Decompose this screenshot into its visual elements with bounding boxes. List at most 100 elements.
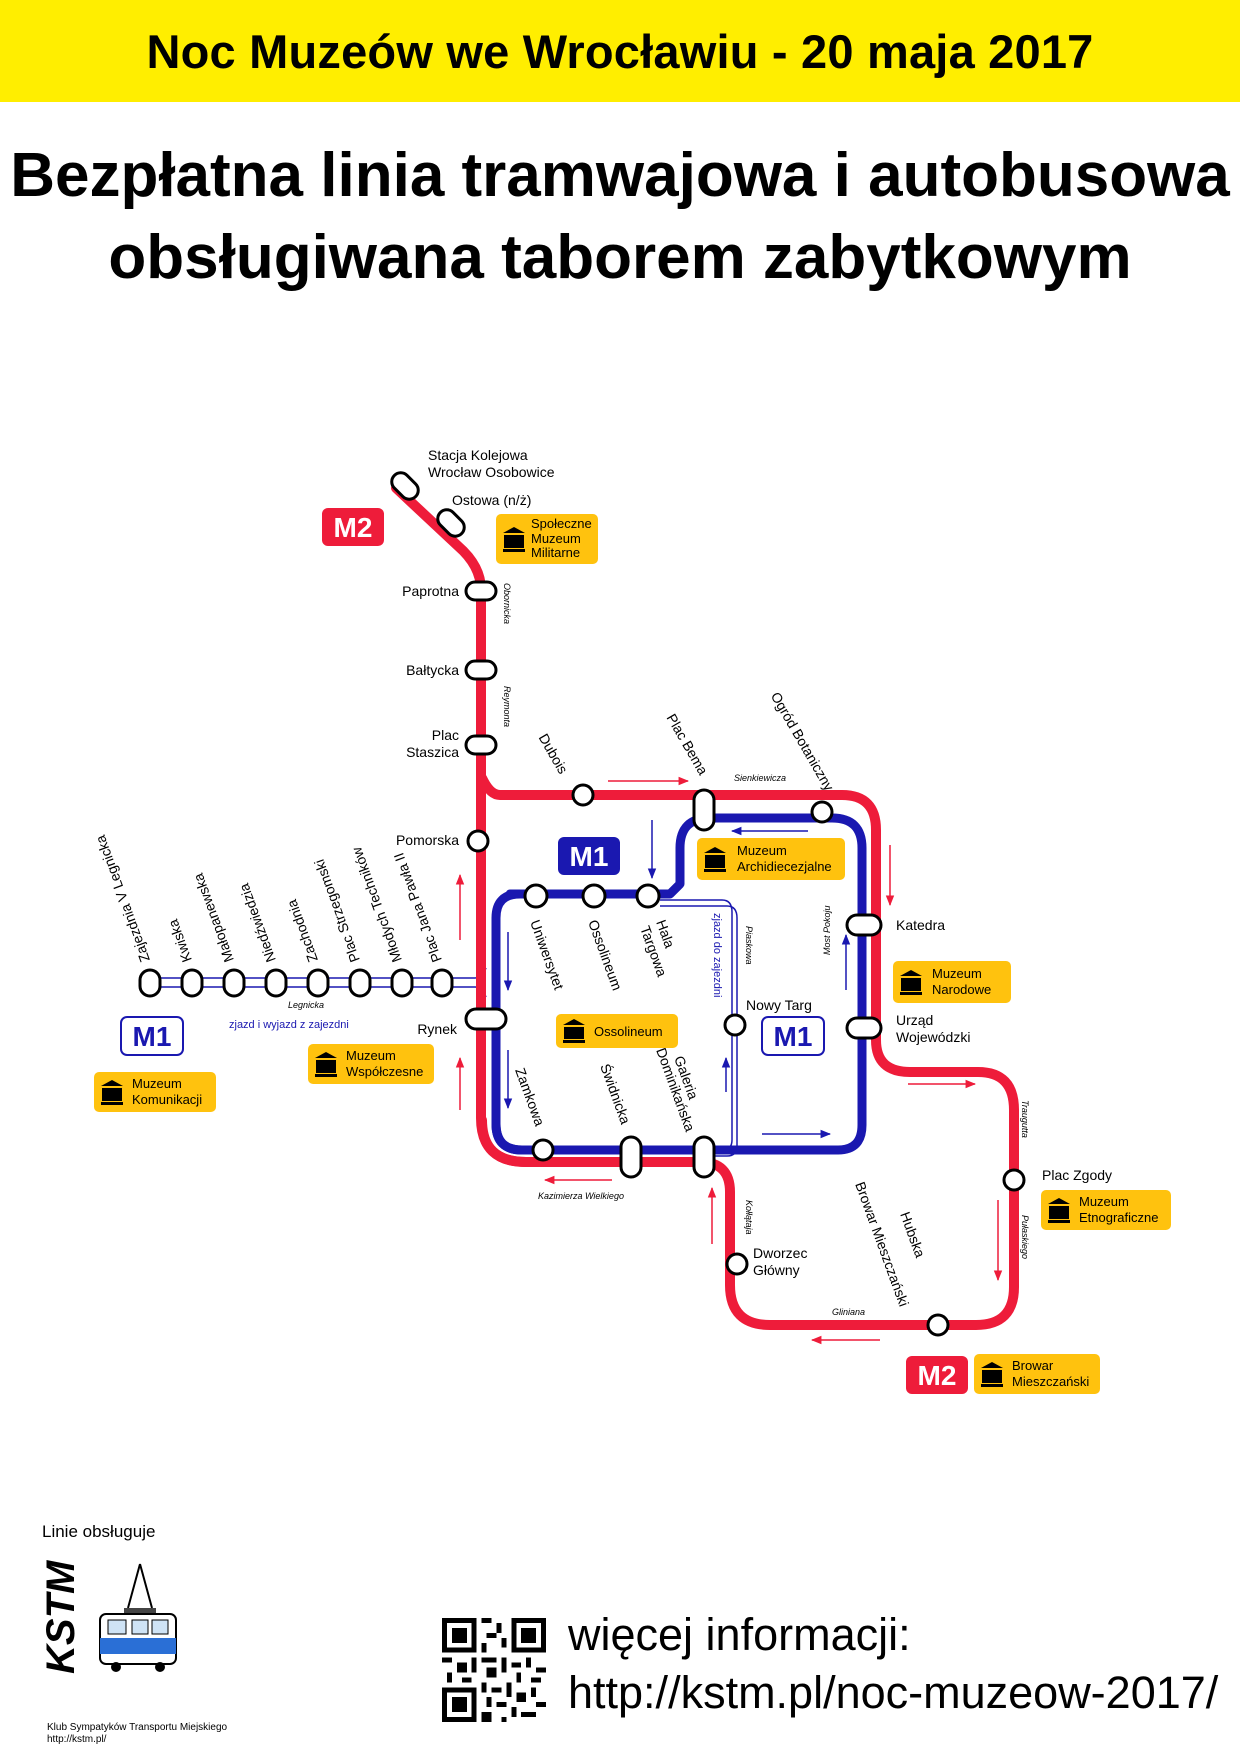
street-reymonta: Reymonta — [502, 686, 512, 727]
stop-hubska[interactable] — [926, 1313, 950, 1337]
svg-text:Muzeum: Muzeum — [1079, 1194, 1129, 1209]
svg-text:Muzeum: Muzeum — [737, 843, 787, 858]
stop-plac-jana-pawla[interactable] — [430, 968, 454, 998]
stop-ostowa[interactable] — [434, 506, 468, 540]
svg-text:Militarne: Militarne — [531, 545, 580, 560]
badge-m1-outline-west: M1 — [120, 1016, 184, 1056]
stop-paprotna[interactable] — [464, 580, 498, 602]
stop-urzad-wojewodzki[interactable] — [845, 1016, 883, 1040]
direction-arrows — [455, 776, 1003, 1345]
label-swidnicka: Świdnicka — [597, 1061, 635, 1126]
label-pomorska: Pomorska — [396, 832, 459, 848]
museum-icon — [563, 1019, 585, 1043]
svg-text:Muzeum: Muzeum — [346, 1048, 396, 1063]
stop-ogrod-botaniczny[interactable] — [810, 800, 834, 824]
label-katedra: Katedra — [896, 917, 945, 933]
svg-text:Narodowe: Narodowe — [932, 982, 991, 997]
stop-katedra[interactable] — [845, 913, 883, 937]
more-info-label: więcej informacji: — [568, 1609, 911, 1660]
line-badges: M2 M2 M1 M1 M1 — [120, 508, 968, 1394]
museum-icon — [503, 527, 525, 552]
more-info-url[interactable]: http://kstm.pl/noc-muzeow-2017/ — [568, 1667, 1219, 1718]
label-osobowice-2: Wrocław Osobowice — [428, 464, 555, 480]
stop-zachodnia[interactable] — [306, 968, 330, 998]
m1-overlay — [491, 848, 867, 1155]
label-paprotna: Paprotna — [402, 583, 459, 599]
svg-text:Współczesne: Współczesne — [346, 1064, 423, 1079]
event-title: Noc Muzeów we Wrocławiu - 20 maja 2017 — [146, 24, 1094, 78]
badge-m2-bottom: M2 — [906, 1356, 968, 1394]
museum-browar[interactable]: Browar Mieszczański — [974, 1354, 1100, 1394]
museum-archidiecezjalne[interactable]: Muzeum Archidiecezjalne — [697, 838, 845, 880]
stop-dubois[interactable] — [571, 783, 595, 807]
museum-komunikacji[interactable]: Muzeum Komunikacji — [94, 1072, 216, 1112]
label-ossolineum: Ossolineum — [585, 918, 625, 993]
museum-icon — [1048, 1198, 1070, 1223]
stop-zamkowa[interactable] — [531, 1138, 555, 1162]
label-uniwersytet: Uniwersytet — [527, 918, 567, 992]
stop-mlodych-technikow[interactable] — [390, 968, 414, 998]
stop-baltycka[interactable] — [464, 659, 498, 681]
street-most-pokoju: Most Pokoju — [822, 905, 832, 955]
tram-icon — [99, 1563, 177, 1672]
stop-hala-targowa[interactable] — [635, 883, 661, 909]
club-info: Klub Sympatyków Transportu Miejskiego ht… — [47, 1722, 227, 1746]
headline-line-2: obsługiwana taborem zabytkowym — [108, 223, 1132, 292]
stop-plac-strzegomski[interactable] — [348, 968, 372, 998]
stop-plac-bema[interactable] — [692, 788, 716, 832]
stops — [138, 469, 1026, 1337]
stop-dworzec-glowny[interactable] — [725, 1252, 749, 1276]
event-banner: Noc Muzeów we Wrocławiu - 20 maja 2017 — [0, 0, 1240, 102]
stop-plac-staszica[interactable] — [464, 734, 498, 756]
stop-nowy-targ[interactable] — [723, 1013, 747, 1037]
label-niedzwiedzia: Niedźwiedzia — [236, 881, 279, 964]
stop-malopanewska[interactable] — [222, 968, 246, 998]
label-malopanewska: Małopanewska — [190, 871, 237, 964]
label-urzad-1: Urząd — [896, 1012, 933, 1028]
svg-text:Browar: Browar — [1012, 1358, 1054, 1373]
stop-pomorska[interactable] — [466, 829, 490, 853]
club-url[interactable]: http://kstm.pl/ — [47, 1734, 107, 1745]
museum-ossolineum[interactable]: Ossolineum — [556, 1014, 678, 1048]
label-nowy-targ: Nowy Targ — [746, 997, 812, 1013]
museum-wspolczesne[interactable]: Muzeum Współczesne — [308, 1044, 434, 1084]
svg-text:Społeczne: Społeczne — [531, 516, 592, 531]
stop-rynek[interactable] — [464, 1007, 508, 1031]
badge-m1-outline-east: M1 — [761, 1016, 825, 1056]
museum-etnograficzne[interactable]: Muzeum Etnograficzne — [1041, 1190, 1171, 1230]
museum-spoleczne[interactable]: Społeczne Muzeum Militarne — [496, 514, 598, 564]
stop-plac-zgody[interactable] — [1002, 1168, 1026, 1192]
museum-icon — [981, 1362, 1003, 1387]
stop-galeria-dominikanska[interactable] — [692, 1135, 716, 1179]
museum-icon — [101, 1080, 123, 1105]
label-dubois: Dubois — [536, 731, 572, 777]
svg-text:Mieszczański: Mieszczański — [1012, 1374, 1089, 1389]
kstm-logo[interactable]: KSTM — [28, 1556, 178, 1676]
badge-m1-center: M1 — [558, 837, 620, 875]
qr-code[interactable] — [442, 1618, 546, 1722]
stop-uniwersytet[interactable] — [523, 883, 549, 909]
stop-niedzwiedzia[interactable] — [264, 968, 288, 998]
svg-text:M1: M1 — [570, 841, 609, 872]
label-urzad-2: Wojewódzki — [896, 1029, 970, 1045]
svg-text:Ossolineum: Ossolineum — [594, 1024, 663, 1039]
street-kollataja: Kołłątaja — [744, 1200, 754, 1235]
label-dworzec-2: Główny — [753, 1262, 800, 1278]
stop-osobowice[interactable] — [388, 469, 422, 503]
label-zamkowa: Zamkowa — [512, 1066, 548, 1129]
stop-zajezdnia[interactable] — [138, 968, 162, 998]
label-kwiska: Kwiska — [165, 917, 195, 964]
svg-text:M2: M2 — [334, 512, 373, 543]
label-baltycka: Bałtycka — [406, 662, 459, 678]
kstm-logo-text: KSTM — [39, 1559, 83, 1674]
stop-kwiska[interactable] — [180, 968, 204, 998]
stop-ossolineum[interactable] — [581, 883, 607, 909]
m2-line — [391, 483, 1019, 1330]
street-legnicka: Legnicka — [288, 1000, 324, 1010]
museum-narodowe[interactable]: Muzeum Narodowe — [893, 961, 1011, 1003]
street-kazimierza: Kazimierza Wielkiego — [538, 1191, 624, 1201]
stop-swidnicka[interactable] — [619, 1135, 643, 1179]
svg-text:Muzeum: Muzeum — [932, 966, 982, 981]
museum-icon — [704, 847, 726, 872]
svg-text:Komunikacji: Komunikacji — [132, 1092, 202, 1107]
